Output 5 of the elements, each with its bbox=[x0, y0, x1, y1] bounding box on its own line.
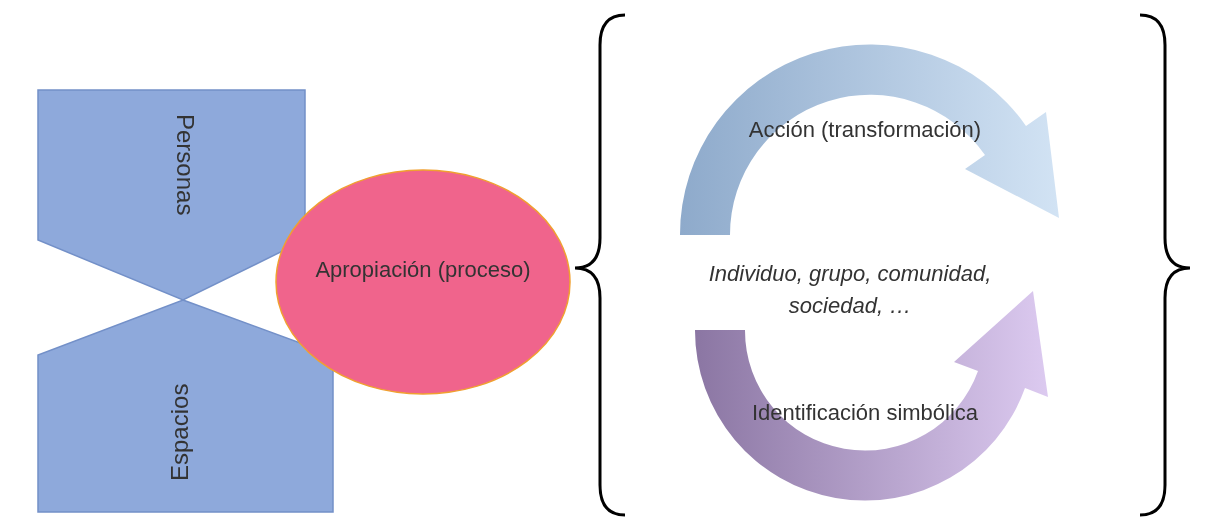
shape-label: Apropiación (proceso) bbox=[314, 256, 532, 284]
caption-text: Individuo, grupo, comunidad, sociedad, … bbox=[707, 260, 993, 320]
shape-label: Acción (transformación) bbox=[747, 116, 983, 144]
shape-label: Personas bbox=[171, 113, 200, 218]
shape-label: Espacios bbox=[165, 382, 194, 484]
